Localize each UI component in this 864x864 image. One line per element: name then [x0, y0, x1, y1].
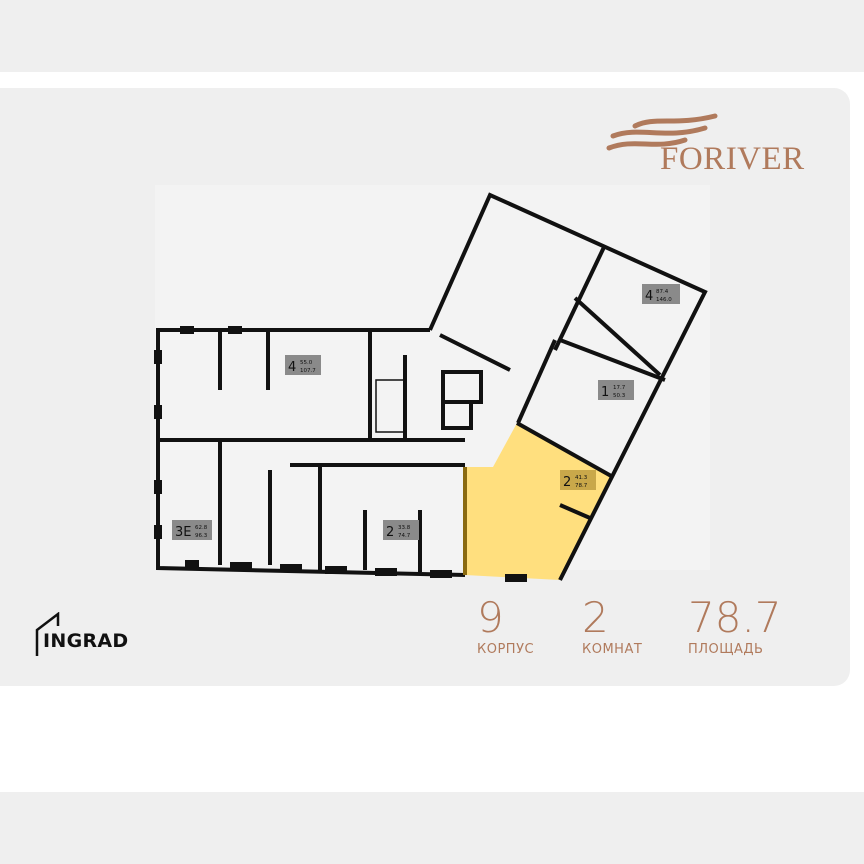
ingrad-house-icon	[35, 612, 60, 656]
unit-total: 50.3	[613, 393, 626, 399]
unit-total: 78.7	[575, 483, 588, 489]
stat-area: 78.7 ПЛОЩАДЬ	[688, 593, 782, 658]
stat-rooms-label: КОМНАТ	[582, 642, 643, 657]
unit-rooms: 4	[288, 360, 296, 375]
stat-building: 9 КОРПУС	[477, 593, 535, 658]
ingrad-logo-text: INGRAD	[43, 630, 129, 652]
unit-rooms: 4	[645, 289, 653, 304]
stat-building-value: 9	[477, 593, 504, 642]
plan-background	[155, 185, 710, 570]
foriver-logo-text: FORIVER	[660, 141, 805, 177]
unit-living: 33.8	[398, 525, 411, 531]
stat-area-label: ПЛОЩАДЬ	[688, 642, 764, 657]
unit-rooms: 2	[563, 475, 571, 490]
unit-labels	[172, 284, 680, 540]
stat-building-label: КОРПУС	[477, 642, 535, 657]
unit-total: 74.7	[398, 533, 411, 539]
foriver-waves-logo	[606, 113, 718, 151]
stat-area-value: 78.7	[688, 593, 782, 642]
unit-living: 17.7	[613, 385, 626, 391]
unit-living: 55.0	[300, 360, 313, 366]
unit-living: 62.8	[195, 525, 208, 531]
unit-total: 107.7	[300, 368, 316, 374]
unit-rooms: 2	[386, 525, 394, 540]
unit-living: 41.3	[575, 475, 588, 481]
unit-total: 96.3	[195, 533, 208, 539]
unit-rooms: 3E	[175, 525, 192, 540]
unit-total: 146.0	[656, 297, 672, 303]
stat-rooms: 2 КОМНАТ	[582, 593, 643, 658]
selected-apartment[interactable]	[465, 423, 613, 580]
unit-living: 87.4	[656, 289, 669, 295]
stat-rooms-value: 2	[582, 593, 609, 642]
window-piers	[154, 326, 527, 582]
bottom-band	[0, 792, 864, 864]
unit-rooms: 1	[601, 385, 609, 400]
top-band	[0, 0, 864, 72]
walls	[156, 192, 708, 581]
